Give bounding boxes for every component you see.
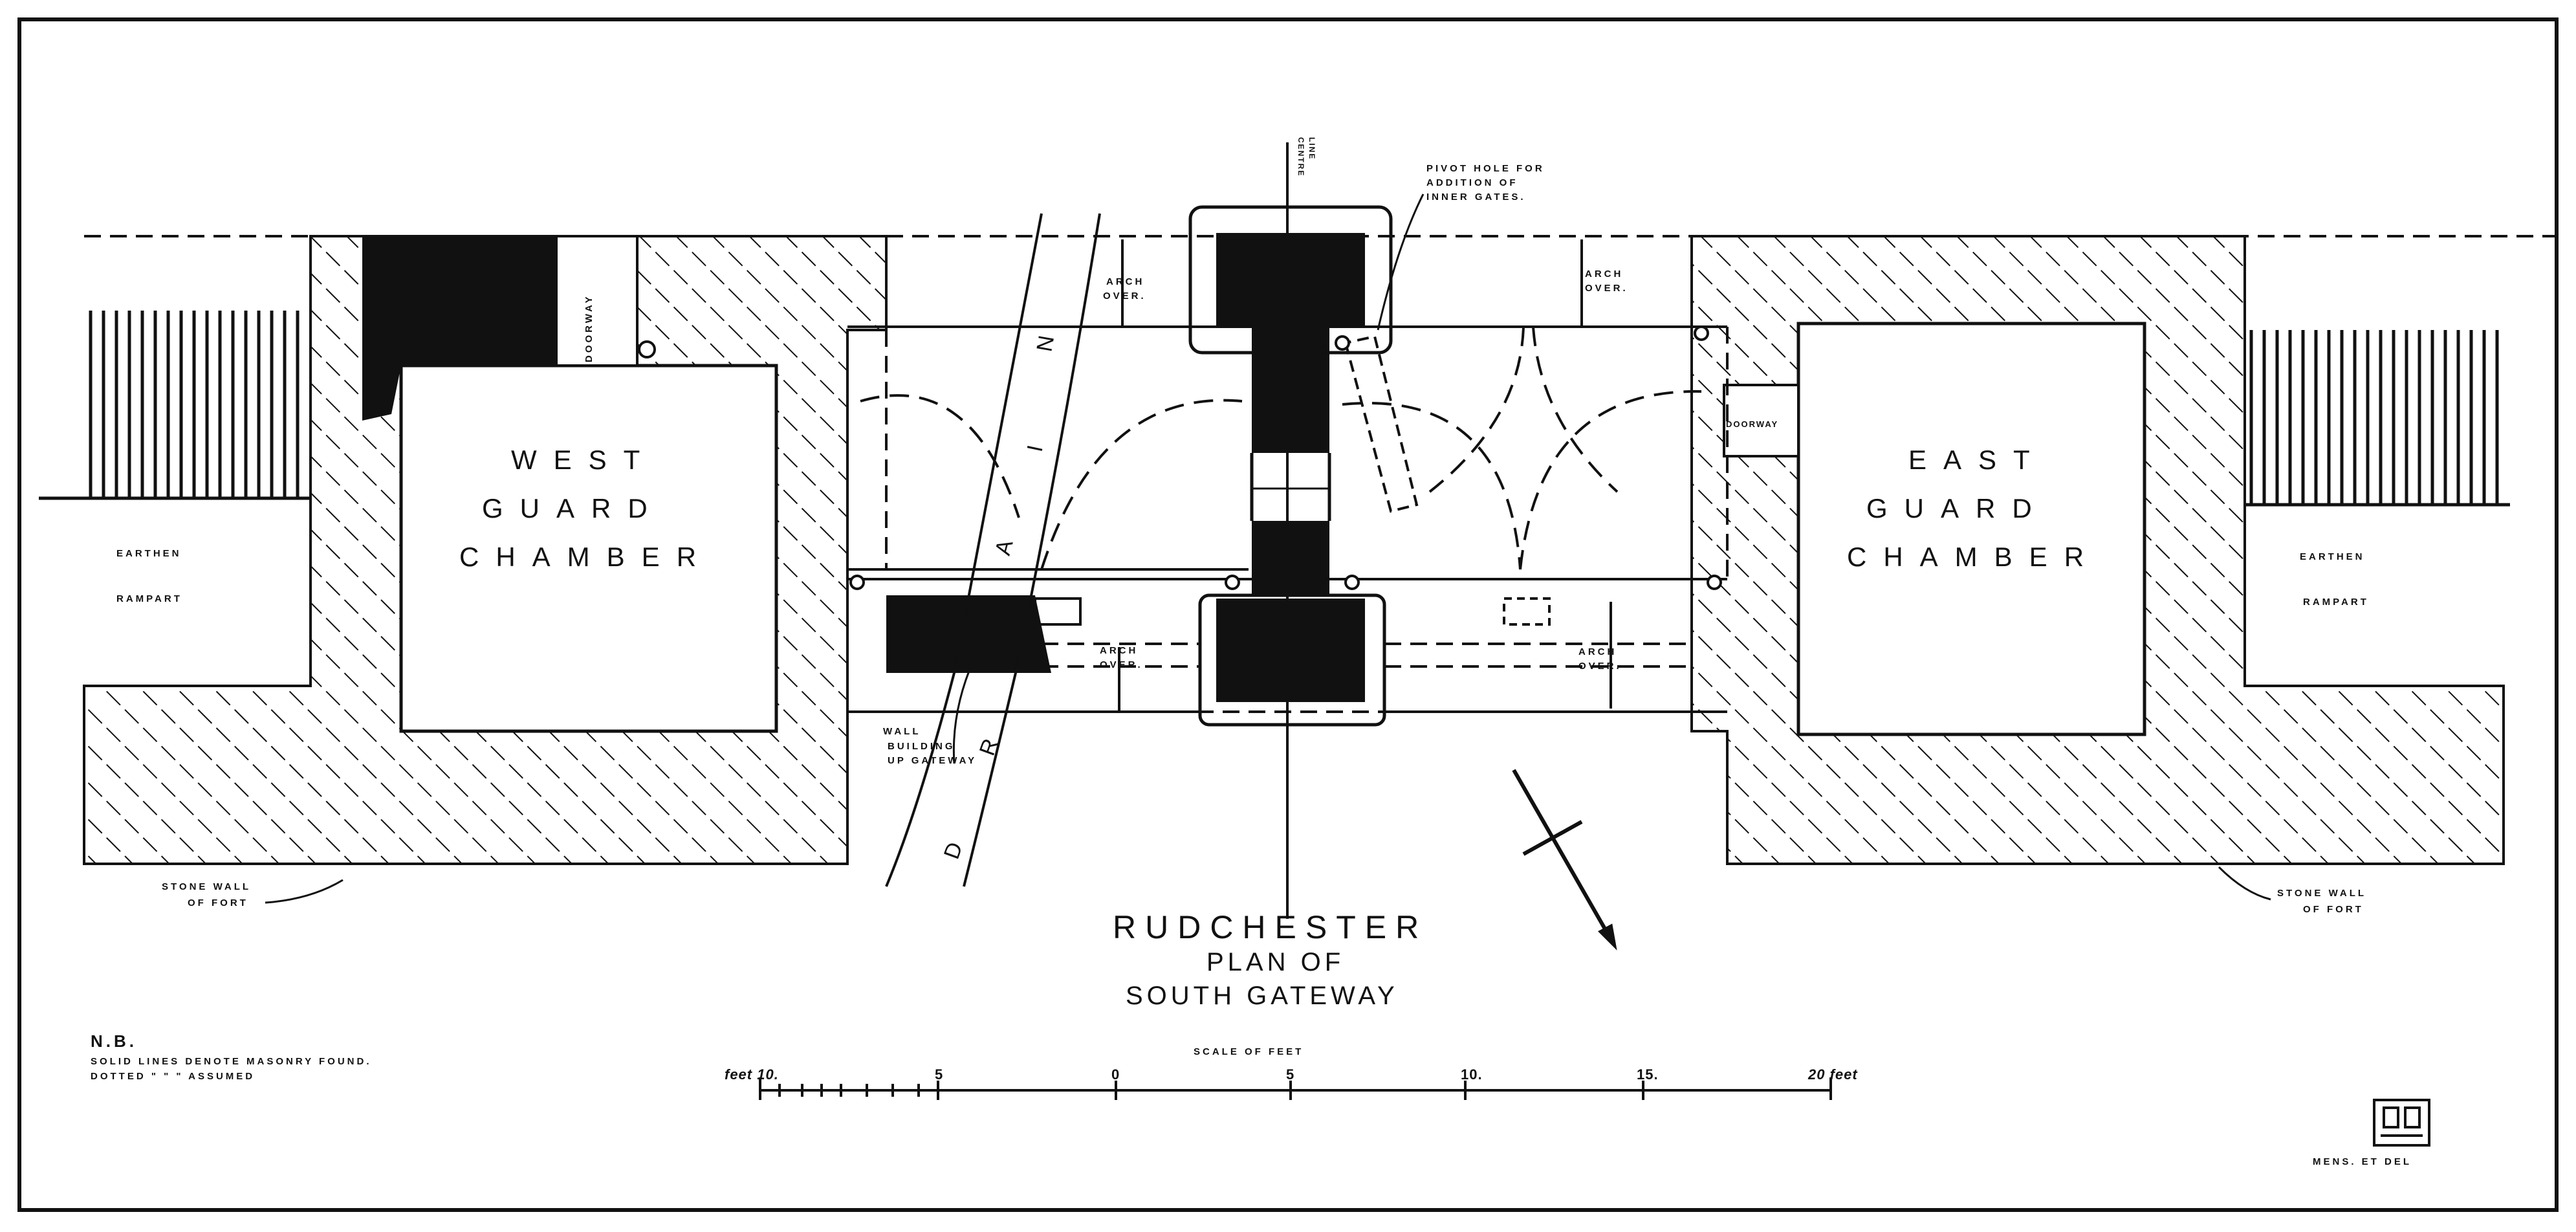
pivot-hole-2: ADDITION OF xyxy=(1426,177,1518,188)
west-guard-chamber xyxy=(399,364,778,733)
east-guard-chamber xyxy=(1796,322,2146,736)
gate-swing-arcs xyxy=(860,326,1702,570)
central-pier-south xyxy=(1216,599,1365,702)
centre-line-label-1: CENTRE xyxy=(1296,137,1305,177)
west-chamber-label-2: GUARD xyxy=(482,493,664,523)
west-chamber-label-3: CHAMBER xyxy=(459,542,713,572)
east-doorway-gap xyxy=(1723,384,1800,457)
west-doorway-gap xyxy=(555,235,639,367)
central-spine-lower xyxy=(1252,521,1329,595)
drain-letter-i: I xyxy=(1023,443,1048,454)
scale-tick-label-3: 5 xyxy=(1286,1066,1294,1083)
scale-tick-label-6: 20 feet xyxy=(1807,1066,1858,1083)
pivot-hole-1: PIVOT HOLE FOR xyxy=(1426,163,1545,174)
small-recess-east xyxy=(1503,597,1551,626)
scale-heading: SCALE OF FEET xyxy=(1194,1046,1304,1057)
leader-lines xyxy=(265,193,2271,904)
note-heading: N.B. xyxy=(91,1031,137,1051)
central-spine-upper xyxy=(1252,327,1329,453)
drain-channel xyxy=(885,213,1101,887)
drain-letter-a: A xyxy=(990,537,1018,558)
earthen-rampart-west-2: RAMPART xyxy=(116,593,182,604)
scale-tick-label-5: 15. xyxy=(1637,1066,1659,1083)
wall-building-up-gateway xyxy=(886,595,1051,673)
monogram-mark xyxy=(2373,1099,2430,1147)
east-chamber-label-3: CHAMBER xyxy=(1847,542,2101,572)
arch-over-se-1: ARCH xyxy=(1578,646,1617,657)
drain-letter-n: N xyxy=(1032,334,1059,354)
earthen-rampart-west-hatching xyxy=(89,311,300,498)
west-masonry-found-north xyxy=(362,236,556,421)
earthen-rampart-east-hatching xyxy=(2249,330,2499,505)
scale-bar xyxy=(759,1077,1832,1100)
west-chamber-label-1: WEST xyxy=(511,445,657,475)
doorway-east-label: DOORWAY xyxy=(1726,419,1778,429)
wall-building-2: BUILDING xyxy=(888,741,955,752)
pivot-hole-3: INNER GATES. xyxy=(1426,192,1526,203)
drain-letter-d: D xyxy=(939,839,968,863)
hinge-sockets xyxy=(638,325,1722,590)
stone-wall-east-1: STONE WALL xyxy=(2277,888,2366,899)
central-pier-north xyxy=(1216,233,1365,327)
note-line-1: SOLID LINES DENOTE MASONRY FOUND. xyxy=(91,1056,372,1067)
scale-tick-label-0: feet 10. xyxy=(725,1066,779,1083)
earthen-rampart-west-1: EARTHEN xyxy=(116,548,182,559)
small-recess-west xyxy=(1034,597,1082,626)
doorway-west-label: DOORWAY xyxy=(584,294,595,362)
stone-wall-east-2: OF FORT xyxy=(2303,904,2364,915)
earthen-rampart-east-1: EARTHEN xyxy=(2300,551,2365,562)
arch-over-nw-1: ARCH xyxy=(1106,276,1144,287)
east-chamber-label-2: GUARD xyxy=(1866,493,2049,523)
arch-over-sw-2: OVER. xyxy=(1100,659,1143,670)
stone-wall-west-2: OF FORT xyxy=(188,897,248,908)
title-plan-of: PLAN OF xyxy=(1206,948,1344,976)
inner-gate-leaf xyxy=(1344,335,1419,513)
drawing-border xyxy=(17,17,2559,1212)
arch-over-ne-2: OVER. xyxy=(1585,283,1628,294)
arch-over-ne-1: ARCH xyxy=(1585,269,1623,280)
east-chamber-label-1: EAST xyxy=(1908,445,2047,475)
title-south-gateway: SOUTH GATEWAY xyxy=(1126,982,1399,1010)
stone-wall-west-1: STONE WALL xyxy=(162,881,251,892)
arch-over-se-2: OVER. xyxy=(1578,661,1622,672)
title-rudchester: RUDCHESTER xyxy=(1113,909,1428,945)
scale-tick-label-2: 0 xyxy=(1111,1066,1120,1083)
arch-over-dimensions xyxy=(1118,239,1612,712)
central-pier-south-outline xyxy=(1198,593,1386,727)
signature: MENS. ET DEL xyxy=(2313,1156,2412,1167)
arch-over-sw-1: ARCH xyxy=(1100,645,1138,656)
wall-building-1: WALL xyxy=(883,726,921,737)
centre-line-label-2: LINE xyxy=(1307,137,1316,160)
dotted-assumed-lines xyxy=(84,235,2557,713)
arch-over-nw-2: OVER. xyxy=(1103,291,1146,302)
north-arrow xyxy=(1512,769,1617,951)
scale-tick-label-1: 5 xyxy=(935,1066,943,1083)
note-line-2: DOTTED " " " ASSUMED xyxy=(91,1071,255,1082)
wall-building-3: UP GATEWAY xyxy=(888,755,977,766)
scale-tick-label-4: 10. xyxy=(1461,1066,1483,1083)
earthen-rampart-east-2: RAMPART xyxy=(2303,597,2369,608)
